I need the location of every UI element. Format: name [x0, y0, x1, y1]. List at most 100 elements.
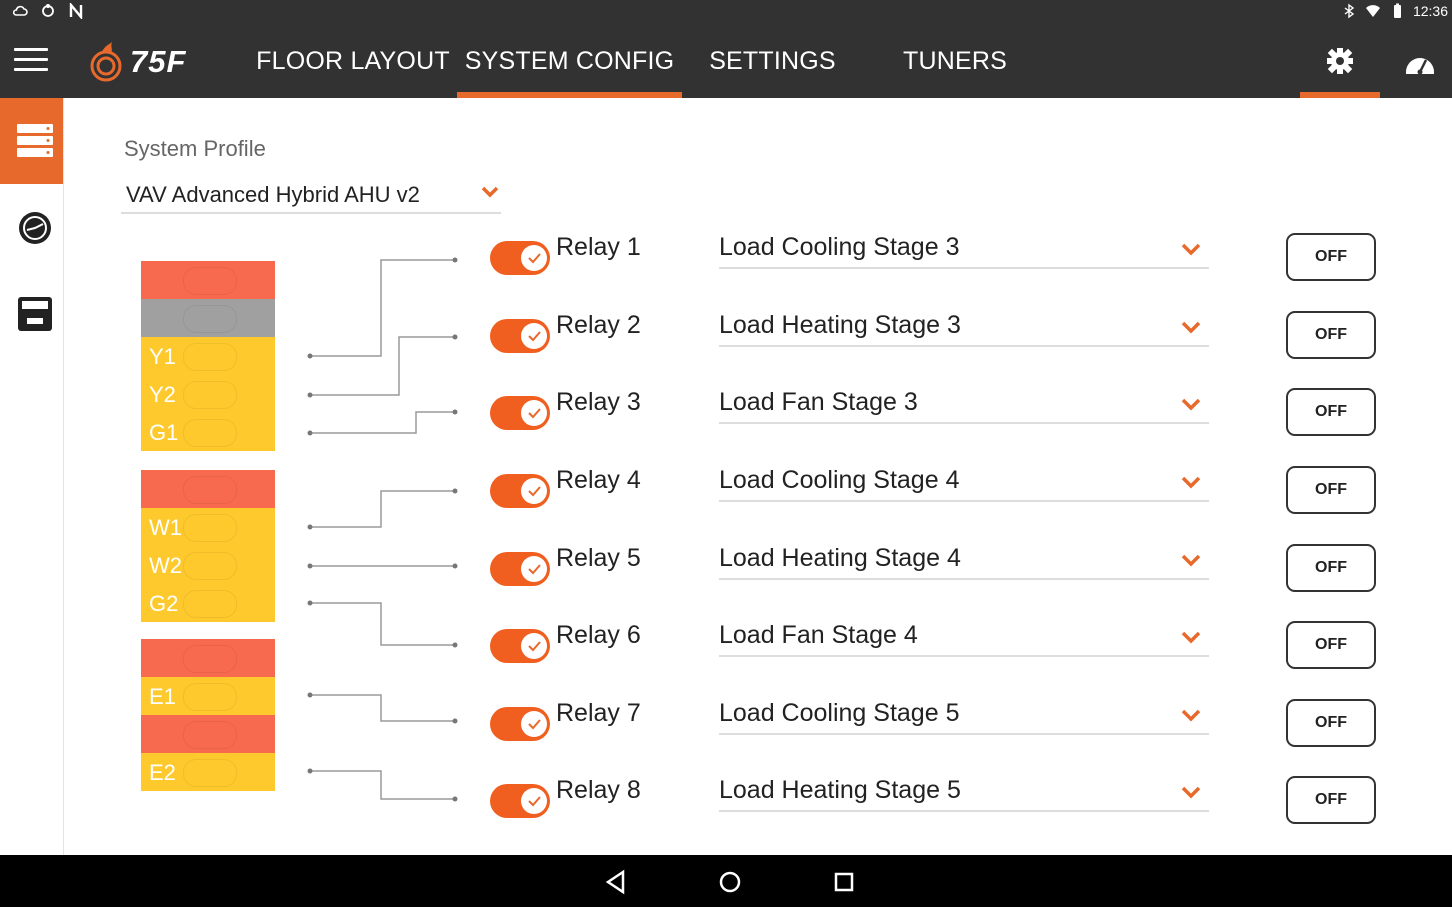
- relay-8-mapping-value: Load Heating Stage 5: [719, 776, 961, 804]
- relay-6-mapping-value: Load Fan Stage 4: [719, 621, 918, 649]
- relay-3-label: Relay 3: [556, 388, 641, 416]
- relay-4-mapping-dropdown[interactable]: Load Cooling Stage 4: [719, 466, 1209, 502]
- relay-8-label: Relay 8: [556, 776, 641, 804]
- top-app-bar: 75F FLOOR LAYOUT SYSTEM CONFIG SETTINGS …: [0, 24, 1452, 98]
- status-time: 12:36: [1412, 3, 1448, 19]
- settings-gear-button[interactable]: [1300, 24, 1380, 98]
- tab-floor-layout[interactable]: FLOOR LAYOUT: [256, 47, 450, 75]
- check-icon: [528, 331, 541, 342]
- relay-5-mapping-value: Load Heating Stage 4: [719, 544, 961, 572]
- relay-4-label: Relay 4: [556, 466, 641, 494]
- relay-1-label: Relay 1: [556, 233, 641, 261]
- sidebar-item-system[interactable]: [0, 98, 63, 184]
- relay-7-test-button[interactable]: OFF: [1286, 699, 1376, 747]
- cloud-icon: [12, 5, 28, 16]
- check-icon: [528, 796, 541, 807]
- home-icon[interactable]: [715, 867, 745, 897]
- chevron-down-icon: [1181, 398, 1201, 411]
- terminal-segment: [141, 470, 275, 508]
- relay-8-toggle[interactable]: [490, 784, 550, 818]
- sidebar-item-thermostat[interactable]: [0, 270, 63, 356]
- terminal-w1: W1: [141, 508, 275, 546]
- sync-icon: [42, 4, 54, 17]
- recents-icon[interactable]: [829, 867, 859, 897]
- chevron-down-icon: [1181, 631, 1201, 644]
- logo-text: 75F: [130, 44, 187, 79]
- relay-3-mapping-dropdown[interactable]: Load Fan Stage 3: [719, 388, 1209, 424]
- relay-4-mapping-value: Load Cooling Stage 4: [719, 466, 960, 494]
- relay-6-test-button[interactable]: OFF: [1286, 621, 1376, 669]
- relay-7-mapping-dropdown[interactable]: Load Cooling Stage 5: [719, 699, 1209, 735]
- relay-4-test-button[interactable]: OFF: [1286, 466, 1376, 514]
- wiring-diagram: [307, 257, 458, 802]
- thermostat-icon: [18, 297, 52, 331]
- terminal-block-2: W1 W2 G2: [141, 470, 275, 622]
- tab-system-config[interactable]: SYSTEM CONFIG: [457, 24, 682, 98]
- status-bar: 12:36: [0, 0, 1452, 24]
- terminal-block-1: Y1 Y2 G1: [141, 261, 275, 451]
- relay-6-mapping-dropdown[interactable]: Load Fan Stage 4: [719, 621, 1209, 657]
- terminal-e1: E1: [141, 677, 275, 715]
- check-icon: [528, 564, 541, 575]
- wifi-icon: [1365, 5, 1380, 17]
- dashboard-button[interactable]: [1398, 24, 1442, 98]
- relay-6-toggle[interactable]: [490, 629, 550, 663]
- system-profile-label: System Profile: [124, 136, 266, 161]
- hamburger-menu-icon[interactable]: [14, 48, 48, 74]
- gear-icon: [1327, 48, 1353, 74]
- relay-row-6: Relay 6 Load Fan Stage 4 OFF: [64, 621, 1452, 671]
- n-icon: [69, 3, 83, 19]
- relay-6-label: Relay 6: [556, 621, 641, 649]
- relay-row-4: Relay 4 Load Cooling Stage 4 OFF: [64, 466, 1452, 516]
- terminal-g1: G1: [141, 413, 275, 451]
- relay-8-test-button[interactable]: OFF: [1286, 776, 1376, 824]
- terminal-segment: [141, 715, 275, 753]
- relay-1-toggle[interactable]: [490, 241, 550, 275]
- terminal-segment: [141, 299, 275, 337]
- relay-7-label: Relay 7: [556, 699, 641, 727]
- tab-settings[interactable]: SETTINGS: [709, 47, 836, 75]
- app-logo: 75F: [88, 40, 186, 84]
- terminal-y1: Y1: [141, 337, 275, 375]
- back-icon[interactable]: [601, 867, 631, 897]
- chevron-down-icon: [1181, 476, 1201, 489]
- system-profile-dropdown[interactable]: VAV Advanced Hybrid AHU v2: [121, 172, 501, 214]
- sidebar-item-gauge[interactable]: [0, 184, 63, 270]
- terminal-e2: E2: [141, 753, 275, 791]
- android-nav-bar: [0, 855, 1452, 907]
- relay-5-label: Relay 5: [556, 544, 641, 572]
- relay-2-toggle[interactable]: [490, 319, 550, 353]
- terminal-block-3: E1 E2: [141, 639, 275, 791]
- relay-5-test-button[interactable]: OFF: [1286, 544, 1376, 592]
- check-icon: [528, 486, 541, 497]
- sidebar: [0, 98, 64, 855]
- relay-5-mapping-dropdown[interactable]: Load Heating Stage 4: [719, 544, 1209, 580]
- terminal-segment: [141, 261, 275, 299]
- relay-1-test-button[interactable]: OFF: [1286, 233, 1376, 281]
- relay-2-test-button[interactable]: OFF: [1286, 311, 1376, 359]
- relay-row-7: Relay 7 Load Cooling Stage 5 OFF: [64, 699, 1452, 749]
- relay-3-toggle[interactable]: [490, 396, 550, 430]
- bluetooth-icon: [1344, 3, 1355, 19]
- relay-row-8: Relay 8 Load Heating Stage 5 OFF: [64, 776, 1452, 826]
- main-content: System Profile VAV Advanced Hybrid AHU v…: [64, 98, 1452, 855]
- tab-tuners[interactable]: TUNERS: [903, 47, 1007, 75]
- chevron-down-icon: [1181, 243, 1201, 256]
- relay-7-toggle[interactable]: [490, 707, 550, 741]
- server-icon: [17, 124, 53, 157]
- relay-row-1: Relay 1 Load Cooling Stage 3 OFF: [64, 233, 1452, 283]
- chevron-down-icon: [481, 186, 499, 198]
- system-profile-value: VAV Advanced Hybrid AHU v2: [126, 182, 420, 207]
- relay-3-test-button[interactable]: OFF: [1286, 388, 1376, 436]
- check-icon: [528, 408, 541, 419]
- relay-8-mapping-dropdown[interactable]: Load Heating Stage 5: [719, 776, 1209, 812]
- check-icon: [528, 719, 541, 730]
- relay-4-toggle[interactable]: [490, 474, 550, 508]
- relay-5-toggle[interactable]: [490, 552, 550, 586]
- relay-2-mapping-dropdown[interactable]: Load Heating Stage 3: [719, 311, 1209, 347]
- terminal-segment: [141, 639, 275, 677]
- terminal-w2: W2: [141, 546, 275, 584]
- relay-2-mapping-value: Load Heating Stage 3: [719, 311, 961, 339]
- chevron-down-icon: [1181, 709, 1201, 722]
- relay-1-mapping-dropdown[interactable]: Load Cooling Stage 3: [719, 233, 1209, 269]
